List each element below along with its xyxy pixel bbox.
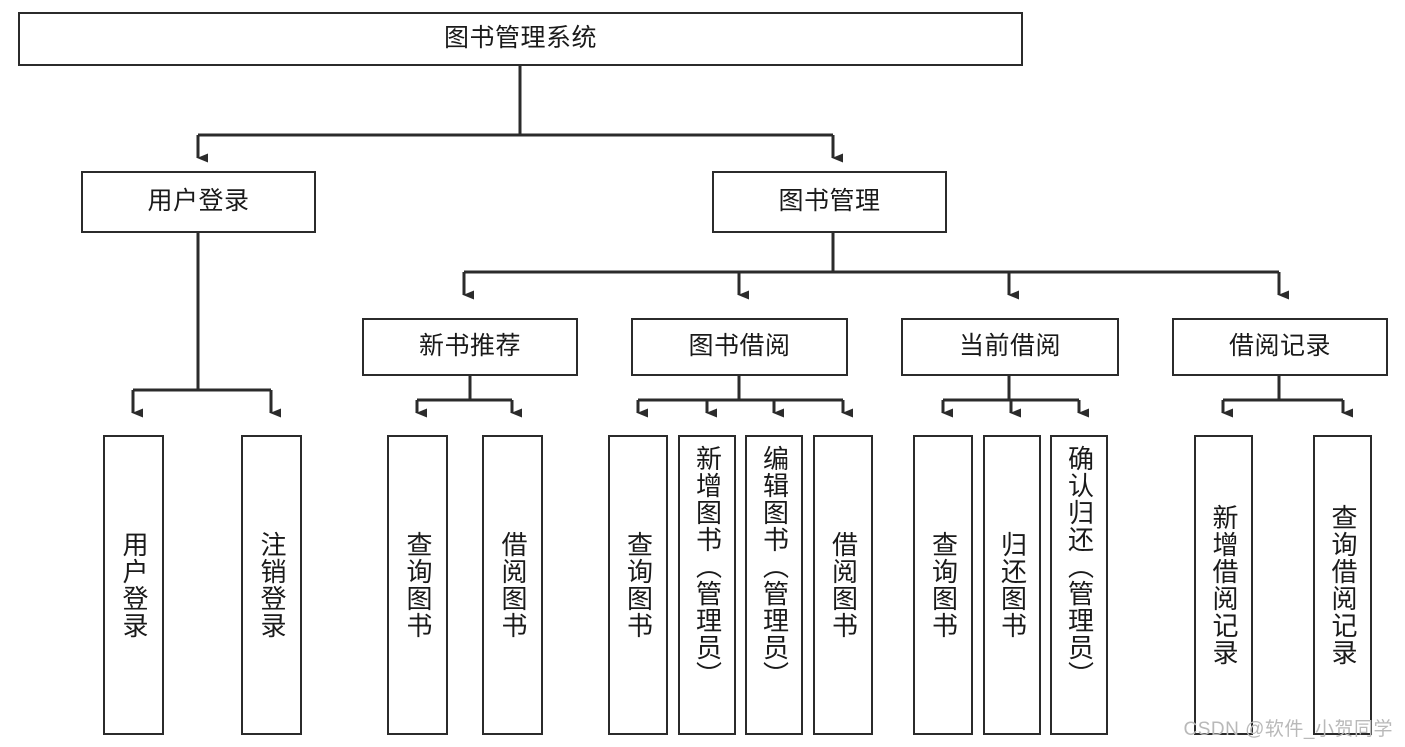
node-root[interactable]: 图书管理系统 [18,12,1023,66]
leaf-borrow-book-1[interactable]: 借阅图书 [482,435,543,735]
leaf-confirm-return[interactable]: 确认归还（管理员） [1050,435,1108,735]
node-borrow-record[interactable]: 借阅记录 [1172,318,1388,376]
edge-group-new-book-rec [415,376,522,418]
leaf-user-login[interactable]: 用户登录 [103,435,164,735]
node-root-label: 图书管理系统 [443,24,597,53]
node-book-borrow-label: 图书借阅 [688,332,791,361]
leaf-user-login-label: 用户登录 [119,531,150,639]
node-book-borrow[interactable]: 图书借阅 [631,318,848,376]
leaf-logout-label: 注销登录 [257,531,288,639]
leaf-add-book-label: 新增图书（管理员） [692,445,723,688]
edge-group-book-manage [462,233,1289,300]
node-current-borrow[interactable]: 当前借阅 [901,318,1119,376]
leaf-logout[interactable]: 注销登录 [241,435,302,735]
leaf-add-record-label: 新增借阅记录 [1209,504,1240,666]
node-book-manage-label: 图书管理 [778,187,881,216]
leaf-query-book-3[interactable]: 查询图书 [913,435,973,735]
leaf-edit-book-label: 编辑图书（管理员） [759,445,790,688]
leaf-borrow-book-1-label: 借阅图书 [498,531,529,639]
leaf-query-record-label: 查询借阅记录 [1328,504,1359,666]
leaf-query-book-2-label: 查询图书 [623,531,654,639]
edge-group-book-borrow [636,376,853,418]
leaf-confirm-return-label: 确认归还（管理员） [1064,445,1095,688]
leaf-borrow-book-2-label: 借阅图书 [828,531,859,639]
leaf-return-book-label: 归还图书 [997,531,1028,639]
edge-group-user-login [131,233,281,418]
edge-group-current-borrow [941,376,1089,418]
leaf-add-record[interactable]: 新增借阅记录 [1194,435,1253,735]
leaf-return-book[interactable]: 归还图书 [983,435,1041,735]
leaf-query-book-2[interactable]: 查询图书 [608,435,668,735]
leaf-add-book[interactable]: 新增图书（管理员） [678,435,736,735]
leaf-query-book-1-label: 查询图书 [403,531,434,639]
leaf-query-record[interactable]: 查询借阅记录 [1313,435,1372,735]
node-current-borrow-label: 当前借阅 [958,332,1061,361]
node-user-login-label: 用户登录 [147,187,250,216]
leaf-query-book-3-label: 查询图书 [928,531,959,639]
edge-group-borrow-record [1221,376,1353,418]
node-new-book-recommend-label: 新书推荐 [418,332,521,361]
edge-group-root [196,66,843,163]
leaf-edit-book[interactable]: 编辑图书（管理员） [745,435,803,735]
node-borrow-record-label: 借阅记录 [1228,332,1331,361]
node-book-manage[interactable]: 图书管理 [712,171,947,233]
leaf-borrow-book-2[interactable]: 借阅图书 [813,435,873,735]
node-new-book-recommend[interactable]: 新书推荐 [362,318,578,376]
node-user-login[interactable]: 用户登录 [81,171,316,233]
leaf-query-book-1[interactable]: 查询图书 [387,435,448,735]
